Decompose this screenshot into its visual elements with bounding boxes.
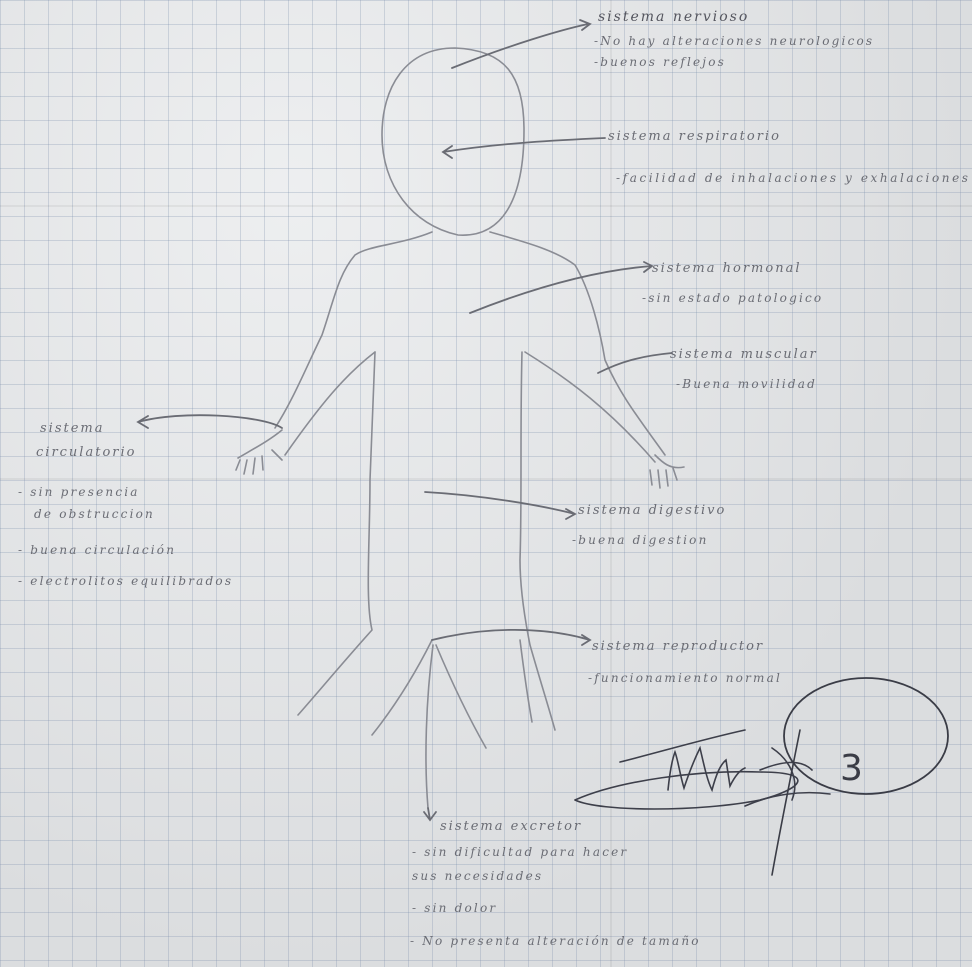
label-circulatorio-line-2: de obstruccion xyxy=(34,508,155,520)
leg-right-inner xyxy=(520,640,532,722)
label-muscular-line-1: -Buena movilidad xyxy=(676,378,817,390)
label-digestivo-title: sistema digestivo xyxy=(578,504,726,517)
label-respiratorio-line-1: -facilidad de inhalaciones y exhalacione… xyxy=(616,172,971,184)
shoulder-right xyxy=(490,232,665,455)
label-respiratorio-title: sistema respiratorio xyxy=(608,130,781,143)
hand-left xyxy=(236,430,282,474)
label-circulatorio-line-1: - sin presencia xyxy=(18,486,140,498)
label-reproductor-title: sistema reproductor xyxy=(592,640,764,653)
pointer-digestivo xyxy=(425,492,575,519)
label-circulatorio-line-4: - electrolitos equilibrados xyxy=(18,575,233,587)
arm-left-inner xyxy=(285,352,375,455)
label-circulatorio-title-1: sistema xyxy=(40,422,105,435)
grade-oval xyxy=(784,678,948,794)
label-hormonal-title: sistema hormonal xyxy=(652,262,801,275)
shoulder-left xyxy=(275,232,432,428)
grade-mark: 3 xyxy=(840,748,863,789)
head-outline xyxy=(382,48,524,235)
label-circulatorio-line-3: - buena circulación xyxy=(18,544,176,556)
pointer-hormonal xyxy=(470,262,652,313)
label-muscular-title: sistema muscular xyxy=(670,348,818,361)
label-circulatorio-title-2: circulatorio xyxy=(36,446,136,459)
hand-right xyxy=(650,455,684,488)
leg-left-inner xyxy=(436,645,486,748)
leg-left-outer xyxy=(372,640,432,735)
pointer-reproductor xyxy=(432,630,590,645)
pointer-excretor xyxy=(424,808,436,820)
label-nervioso-line-2: -buenos reflejos xyxy=(594,56,726,68)
label-excretor-line-4: - No presenta alteración de tamaño xyxy=(410,935,701,947)
label-hormonal-line-1: -sin estado patologico xyxy=(642,292,823,304)
label-excretor-line-1: - sin dificultad para hacer xyxy=(412,846,628,858)
pointer-nervioso xyxy=(452,20,590,68)
label-digestivo-line-1: -buena digestion xyxy=(572,534,709,546)
arm-right-inner xyxy=(525,352,655,462)
torso-left xyxy=(298,352,375,715)
label-nervioso-line-1: -No hay alteraciones neurologicos xyxy=(594,35,874,47)
label-nervioso-title: sistema nervioso xyxy=(598,10,749,24)
torso-right xyxy=(520,352,555,730)
label-reproductor-line-1: -funcionamiento normal xyxy=(588,672,782,684)
pointer-circulatorio xyxy=(138,415,282,428)
leg-centre xyxy=(426,645,433,808)
label-excretor-title: sistema excretor xyxy=(440,820,582,833)
label-excretor-line-2: sus necesidades xyxy=(412,870,543,882)
label-excretor-line-3: - sin dolor xyxy=(412,902,497,914)
